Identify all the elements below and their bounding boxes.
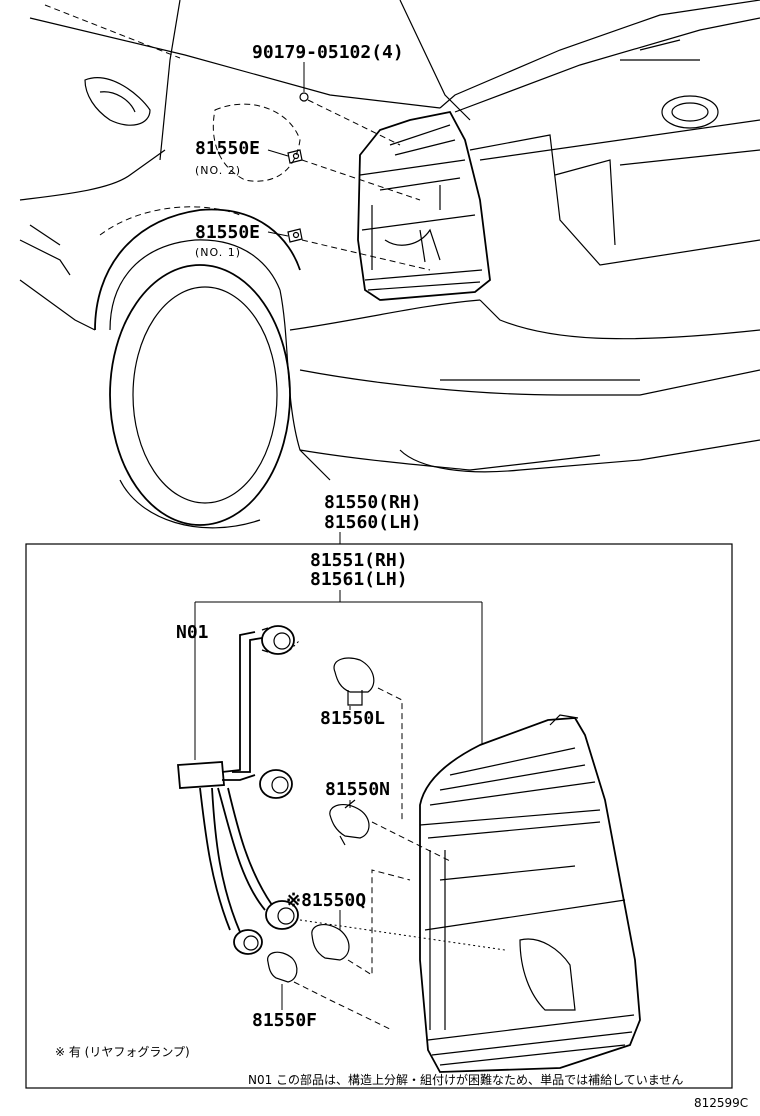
wiring-label: N01	[176, 622, 209, 643]
bulb-q-icon	[311, 923, 350, 961]
vehicle-rear-illustration	[19, 0, 760, 529]
bulb-f-icon	[267, 951, 298, 983]
socket-no1-sub-label: (NO. 1)	[195, 246, 241, 259]
socket-icon	[233, 929, 263, 955]
clip-part-label: 90179-05102(4)	[252, 42, 404, 63]
socket-no2-part-label: 81550E	[195, 138, 260, 159]
socket-no1-icon	[287, 228, 303, 243]
lamp-assy-rh-label: 81550(RH)	[324, 492, 422, 513]
socket-no2-sub-label: (NO. 2)	[195, 164, 241, 177]
bulb-f-label: 81550F	[252, 1010, 317, 1031]
bulb-n-label: 81550N	[325, 779, 390, 800]
socket-icon	[261, 625, 295, 655]
tail-lamp-on-vehicle	[357, 110, 491, 301]
n01-supply-note: N01 この部品は、構造上分解・組付けが困難なため、単品では補給していません	[248, 1072, 683, 1087]
wiring-harness-icon	[177, 631, 273, 933]
bulb-n-icon	[329, 799, 370, 846]
socket-icon	[265, 900, 299, 930]
clip-icon	[299, 92, 309, 102]
socket-no2-icon	[287, 149, 303, 164]
detail-frame	[25, 543, 733, 1089]
lamp-assy-lh-label: 81560(LH)	[324, 512, 422, 533]
footnote-fog-lamp: ※ 有 (リヤフォグランプ)	[55, 1045, 190, 1059]
lens-body-lh-label: 81561(LH)	[310, 569, 408, 590]
bulb-q-label: ※81550Q	[286, 890, 366, 911]
lens-body-rh-label: 81551(RH)	[310, 550, 408, 571]
bulb-l-label: 81550L	[320, 708, 385, 729]
figure-id: 812599C	[694, 1096, 748, 1110]
bulb-l-icon	[333, 657, 375, 706]
socket-icon	[259, 769, 293, 799]
tail-lamp-assembly-icon	[419, 714, 641, 1073]
socket-no1-part-label: 81550E	[195, 222, 260, 243]
